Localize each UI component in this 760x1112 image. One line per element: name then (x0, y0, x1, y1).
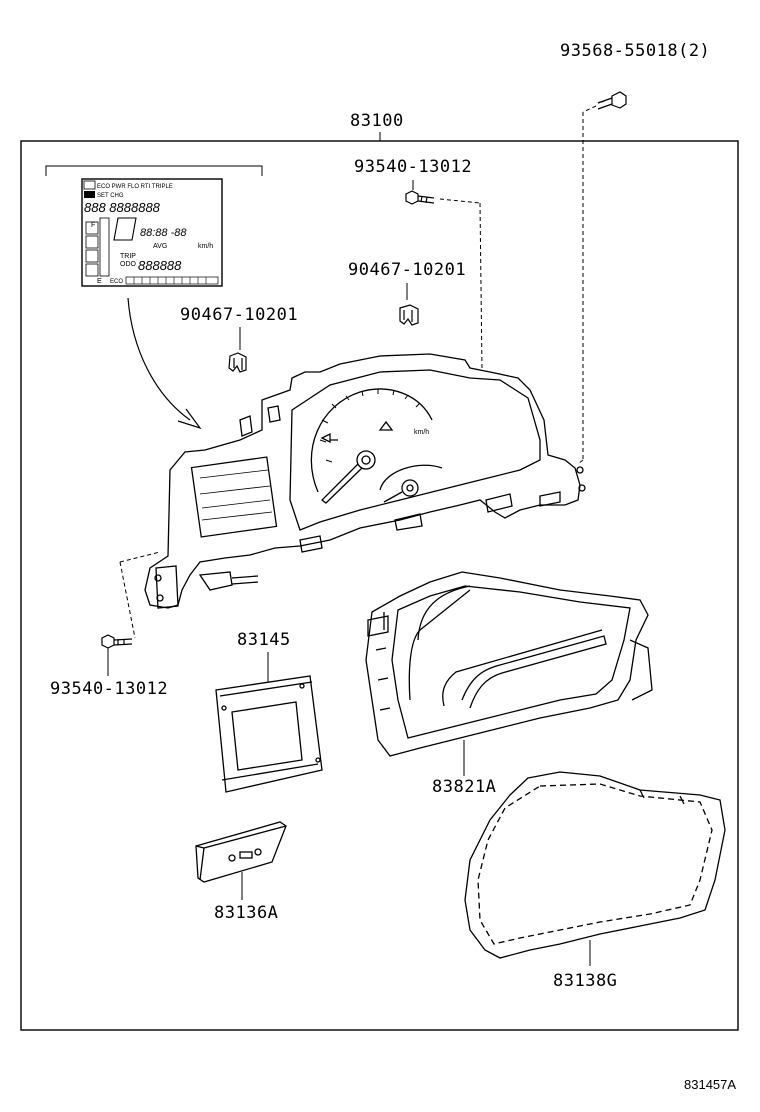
label-assembly: 83100 (350, 111, 404, 131)
label-case: 83821A (432, 777, 497, 797)
screw-upper-icon (405, 190, 435, 205)
inset-row1-text: ECO PWR FLO RTI TRIPLE (97, 184, 173, 190)
screw-top-icon (597, 91, 627, 110)
inset-kmh-text: km/h (198, 243, 213, 250)
inset-eco-text: ECO (110, 279, 123, 285)
inset-f-mark: F (91, 222, 95, 229)
inset-bracket (45, 165, 263, 176)
label-plate: 83145 (237, 630, 291, 650)
label-clip-left: 90467-10201 (180, 305, 299, 325)
switch-part-drawing (195, 821, 287, 883)
label-screw-lower-left: 93540-13012 (50, 679, 169, 699)
drawing-code: 831457A (684, 1077, 737, 1092)
glass-part-drawing (464, 771, 726, 959)
inset-trip-digits: 888888 (138, 258, 182, 273)
label-glass: 83138G (553, 971, 618, 991)
label-switch: 83136A (214, 903, 279, 923)
meter-assembly-drawing (144, 353, 586, 609)
inset-time-text: 88:88 -88 (140, 227, 187, 239)
dial-unit-text: km/h (414, 429, 429, 436)
inset-e-mark: E (97, 278, 102, 285)
label-screw-top: 93568-55018(2) (560, 41, 711, 61)
label-screw-upper: 93540-13012 (354, 157, 473, 177)
inset-avg-text: AVG (153, 243, 167, 250)
inset-odo-text: 888 8888888 (84, 200, 161, 215)
inset-trip-text: TRIP (120, 253, 136, 260)
plate-part-drawing (215, 675, 323, 793)
inset-odo-label: ODO (120, 261, 137, 268)
label-clip-right: 90467-10201 (348, 260, 467, 280)
screw-lower-left-icon (101, 634, 133, 649)
clip-right-icon (399, 304, 419, 326)
display-inset: ECO PWR FLO RTI TRIPLE SET CHG 888 88888… (81, 178, 223, 287)
inset-arrow (127, 297, 191, 421)
inset-row1b-text: SET CHG (97, 193, 124, 199)
case-part-drawing (365, 571, 653, 757)
clip-left-icon (228, 352, 247, 373)
